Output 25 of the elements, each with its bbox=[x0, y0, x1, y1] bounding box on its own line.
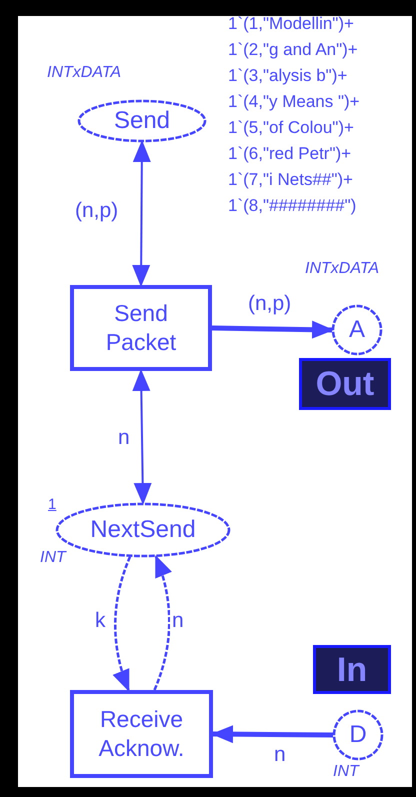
initial-marking-text: 1`(2,"g and An")+ bbox=[228, 40, 358, 60]
arc-arrow bbox=[132, 369, 152, 505]
arc-arrow bbox=[153, 554, 172, 690]
arc-arrow bbox=[211, 725, 334, 744]
port-place-circle: A bbox=[332, 305, 382, 355]
transition-box: Send Packet bbox=[70, 285, 212, 371]
type-label: INTxDATA bbox=[305, 260, 380, 278]
initial-marking-text: 1`(3,"alysis b")+ bbox=[228, 66, 348, 86]
arc-arrow bbox=[113, 556, 132, 692]
arc-arrow bbox=[212, 320, 334, 339]
type-label: INTxDATA bbox=[47, 64, 122, 82]
marking-count: 1 bbox=[48, 496, 56, 513]
port-tag: Out bbox=[299, 358, 391, 410]
type-label: INT bbox=[333, 763, 359, 781]
transition-box: Receive Acknow. bbox=[70, 690, 213, 778]
port-place-circle: D bbox=[333, 710, 383, 760]
initial-marking-text: 1`(5,"of Colou")+ bbox=[228, 118, 354, 138]
port-tag: In bbox=[313, 645, 391, 694]
initial-marking-text: 1`(4,"y Means ")+ bbox=[228, 92, 360, 112]
initial-marking-text: 1`(7,"i Nets##")+ bbox=[228, 170, 353, 190]
initial-marking-text: 1`(1,"Modellin")+ bbox=[228, 14, 354, 34]
arc-arrow bbox=[132, 140, 151, 287]
place-ellipse: Send bbox=[78, 100, 206, 142]
initial-marking-text: 1`(6,"red Petr")+ bbox=[228, 144, 352, 164]
initial-marking-text: 1`(8,"########") bbox=[228, 196, 356, 216]
